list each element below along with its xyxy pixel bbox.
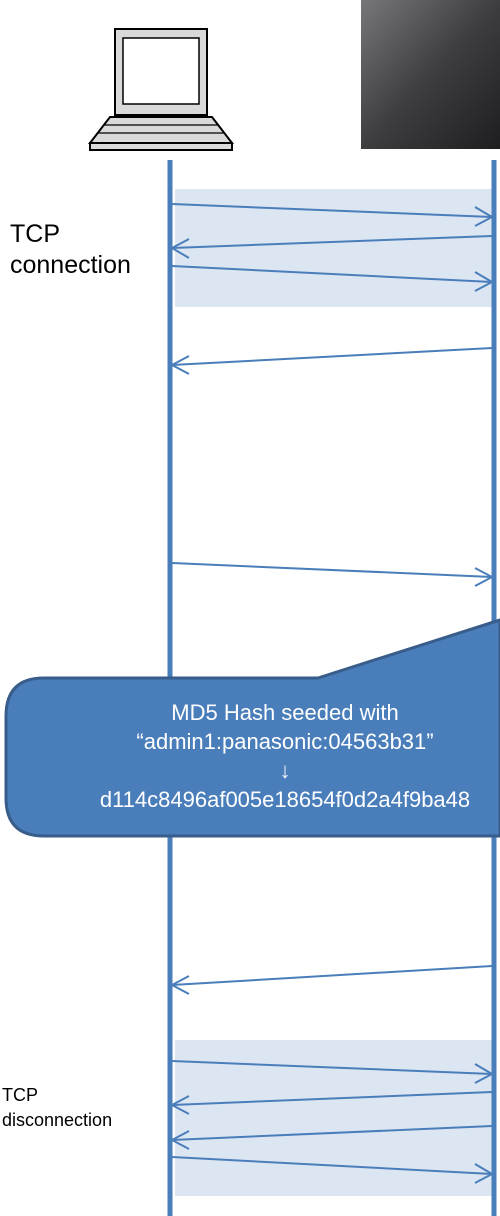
message-arrow-server-reply [169,965,493,995]
message-arrow-syn [171,203,495,227]
laptop-icon [87,28,235,151]
camera-device-icon [361,0,500,149]
message-arrow-final-ack [171,1156,495,1184]
md5-callout-bubble [4,618,500,838]
message-arrow-client-request [171,562,495,587]
message-arrow-fin-ack [169,1091,493,1115]
tcp-connection-label: TCP connection [10,219,131,281]
tcp-connection-label-line2: connection [10,251,131,279]
tcp-disconnection-band [175,1040,495,1196]
tcp-disconnection-label-line2: disconnection [2,1110,113,1130]
md5-callout-text: MD5 Hash seeded with “admin1:panasonic:0… [10,698,500,814]
message-arrow-server-response [169,347,493,375]
callout-line1: MD5 Hash seeded with [171,700,399,725]
message-arrow-syn-ack [169,235,493,259]
callout-hash-value: d114c8496af005e18654f0d2a4f9ba48 [99,787,471,812]
message-arrow-fin [171,1060,495,1084]
callout-line2: “admin1:panasonic:04563b31” [136,729,434,754]
tcp-disconnection-label: TCP disconnection [2,1083,112,1133]
tcp-connection-band [175,189,495,307]
message-arrow-ack [171,265,495,292]
message-arrow-server-fin [169,1125,493,1150]
tcp-disconnection-label-line1: TCP [2,1085,38,1105]
callout-down-arrow: ↓ [279,758,291,783]
tcp-connection-label-line1: TCP [10,220,60,248]
